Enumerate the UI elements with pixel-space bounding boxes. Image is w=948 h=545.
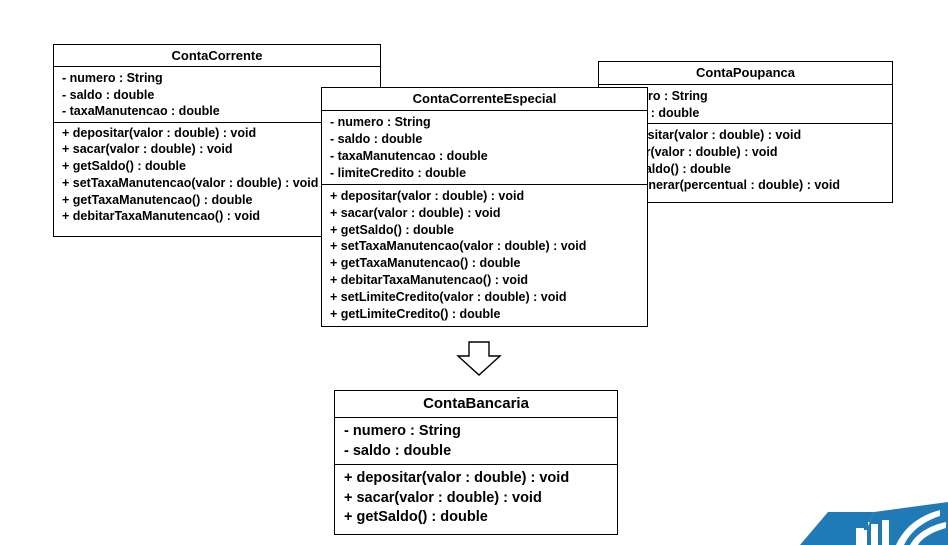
class-box-conta-bancaria: ContaBancaria - numero : String - saldo … (334, 390, 618, 535)
operations-section: + depositar(valor : double) : void + sac… (322, 185, 647, 322)
attribute: - saldo : double (330, 132, 423, 146)
operation: + getSaldo() : double (62, 159, 186, 174)
operation: + sacar(valor : double) : void (62, 142, 233, 157)
attribute: - taxaManutencao : double (62, 104, 220, 118)
operation: + depositar(valor : double) : void (607, 128, 802, 142)
operation: + getSaldo() : double (330, 222, 454, 237)
operation: + depositar(valor : double) : void (62, 125, 257, 140)
operation: + getSaldo() : double (607, 161, 731, 176)
operation: + getTaxaManutencao() : double (330, 256, 521, 271)
operation: + sacar(valor : double) : void (344, 489, 542, 506)
operation: + remunerar(percentual : double) : void (607, 178, 841, 193)
attribute: - saldo : double (344, 442, 452, 459)
operation: + debitarTaxaManutencao() : void (330, 272, 529, 287)
attributes-section: - numero : String - saldo : double - tax… (54, 67, 380, 123)
operation: + setTaxaManutencao(valor : double) : vo… (330, 239, 587, 254)
class-name: ContaCorrente (54, 45, 380, 67)
attributes-section: - numero : String - saldo : double - tax… (322, 111, 647, 185)
operations-section: + depositar(valor : double) : void + sac… (599, 124, 892, 194)
attribute: - saldo : double (62, 87, 155, 102)
class-name: ContaBancaria (335, 391, 617, 418)
attributes-section: - numero : String - saldo : double (335, 418, 617, 465)
class-name: ContaPoupanca (599, 62, 892, 85)
operation: + setLimiteCredito(valor : double) : voi… (330, 289, 567, 304)
attribute: - limiteCredito : double (330, 166, 467, 180)
operations-section: + depositar(valor : double) : void + sac… (54, 123, 380, 226)
attribute: - numero : String (330, 115, 431, 129)
attribute: - numero : String (62, 71, 163, 85)
class-box-conta-corrente-especial: ContaCorrenteEspecial - numero : String … (321, 87, 648, 327)
operation: + getTaxaManutencao() : double (62, 192, 253, 207)
attribute: - saldo : double (607, 105, 700, 120)
book-logo-icon (800, 502, 948, 545)
operation: + sacar(valor : double) : void (330, 205, 501, 220)
attribute: - numero : String (344, 423, 461, 439)
hollow-down-arrow-icon (456, 341, 502, 376)
operation: + depositar(valor : double) : void (330, 189, 525, 203)
operation: + getSaldo() : double (344, 509, 488, 525)
operation: + setTaxaManutencao(valor : double) : vo… (62, 175, 319, 190)
operation: + sacar(valor : double) : void (607, 144, 778, 159)
operation: + getLimiteCredito() : double (330, 306, 501, 321)
attribute: - numero : String (607, 89, 708, 103)
attribute: - taxaManutencao : double (330, 149, 488, 163)
operation: + debitarTaxaManutencao() : void (62, 209, 261, 224)
operations-section: + depositar(valor : double) : void + sac… (335, 465, 617, 528)
operation: + depositar(valor : double) : void (344, 470, 570, 486)
class-name: ContaCorrenteEspecial (322, 88, 647, 111)
